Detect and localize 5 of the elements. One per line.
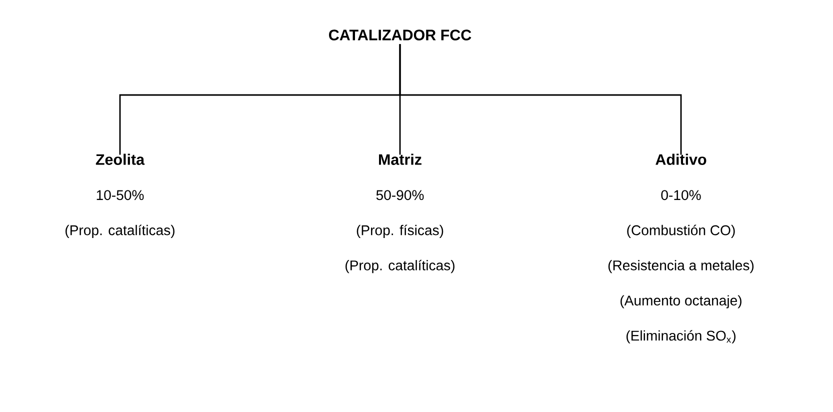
title-label: CATALIZADOR FCC bbox=[329, 30, 472, 40]
component-label: Aditivo 0-10% (Combustión CO) (Resistencia a metales) (Aumento octanaje) (Eliminación SO$_{x}$) bbox=[608, 154, 754, 344]
component-label: Zeolita 10-50% (Prop. catalíticas) bbox=[66, 154, 174, 238]
connector-line bbox=[399, 44, 682, 155]
component-label: Matriz 50-90% (Prop. físicas) (Prop. catalíticas) bbox=[346, 154, 454, 274]
